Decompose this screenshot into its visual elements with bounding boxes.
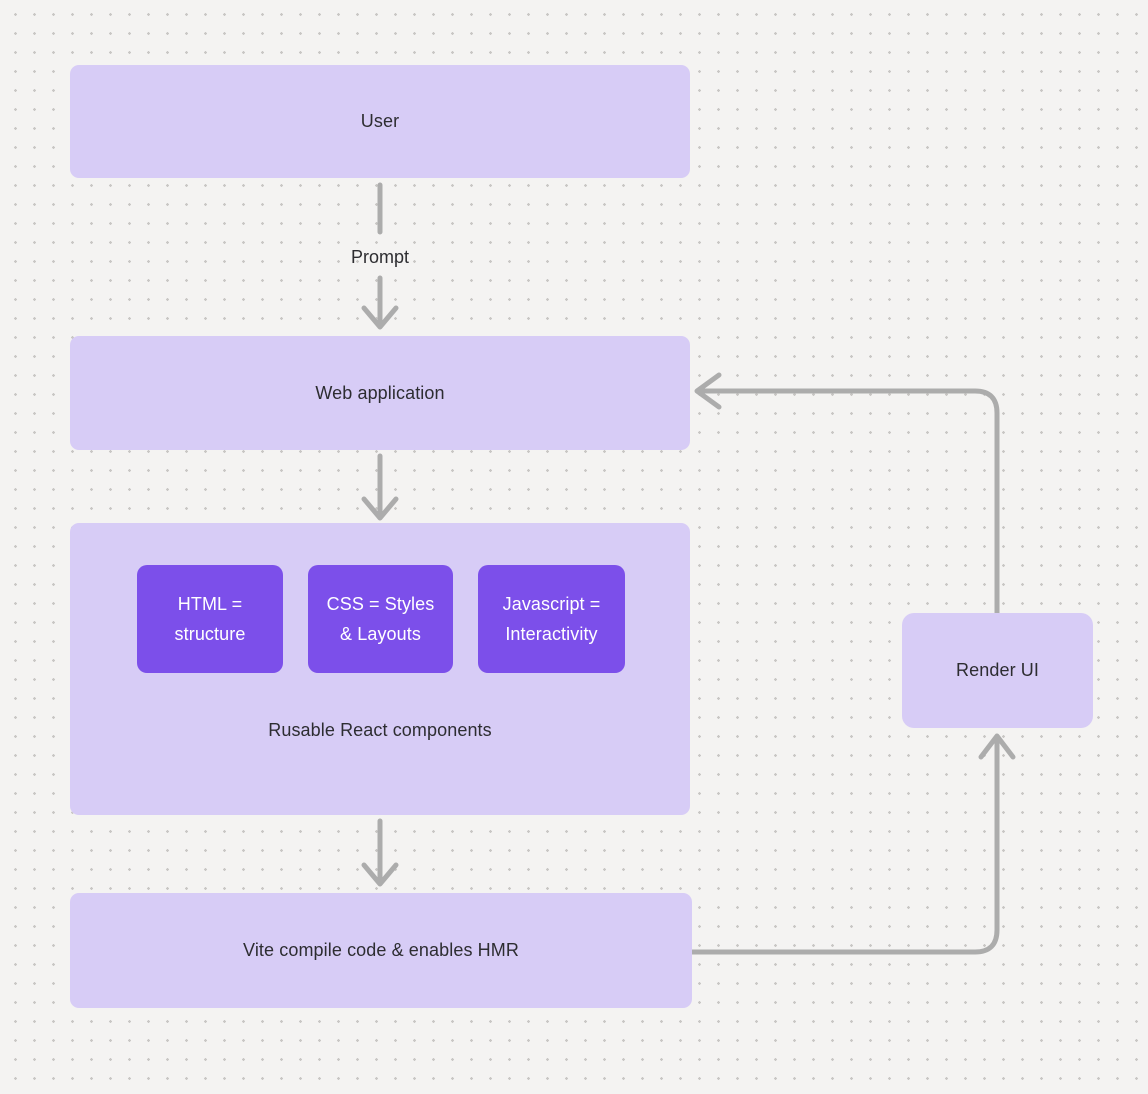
edge-vite-to-renderui[interactable] (689, 733, 1016, 955)
arrowhead-down-icon (361, 305, 399, 330)
node-render-ui-label: Render UI (956, 660, 1039, 680)
arrowhead-up-icon (978, 733, 1016, 760)
edge-components-to-vite[interactable] (361, 818, 399, 887)
chip-css[interactable]: CSS = Styles & Layouts (308, 565, 453, 673)
chip-html[interactable]: HTML = structure (137, 565, 283, 673)
chip-html-line2: structure (174, 624, 246, 644)
chip-javascript[interactable]: Javascript = Interactivity (478, 565, 625, 673)
edge-renderui-to-webapp[interactable] (694, 372, 1000, 616)
chip-javascript-line2: Interactivity (505, 624, 598, 644)
chip-html-line1: HTML = (177, 594, 243, 614)
chip-css-line2: & Layouts (340, 624, 421, 644)
node-vite[interactable]: Vite compile code & enables HMR (70, 893, 692, 1008)
node-web-application-label: Web application (315, 382, 445, 403)
chip-css-line1: CSS = Styles (326, 594, 435, 614)
node-vite-label: Vite compile code & enables HMR (243, 940, 519, 960)
components-group-caption: Rusable React components (268, 720, 492, 740)
arrowhead-down-icon (361, 496, 399, 521)
node-user[interactable]: User (70, 65, 690, 178)
arrowhead-down-icon (361, 862, 399, 887)
node-web-application[interactable]: Web application (70, 336, 690, 450)
node-components-group[interactable]: HTML = structure CSS = Styles & Layouts … (70, 523, 690, 815)
node-render-ui[interactable]: Render UI (902, 613, 1093, 728)
edge-webapp-to-components[interactable] (361, 453, 399, 521)
edge-label-prompt[interactable]: Prompt (350, 247, 410, 267)
arrowhead-left-icon (694, 372, 722, 410)
node-user-label: User (360, 111, 400, 131)
chip-javascript-line1: Javascript = (502, 594, 601, 614)
edge-user-to-webapp[interactable] (361, 182, 399, 330)
